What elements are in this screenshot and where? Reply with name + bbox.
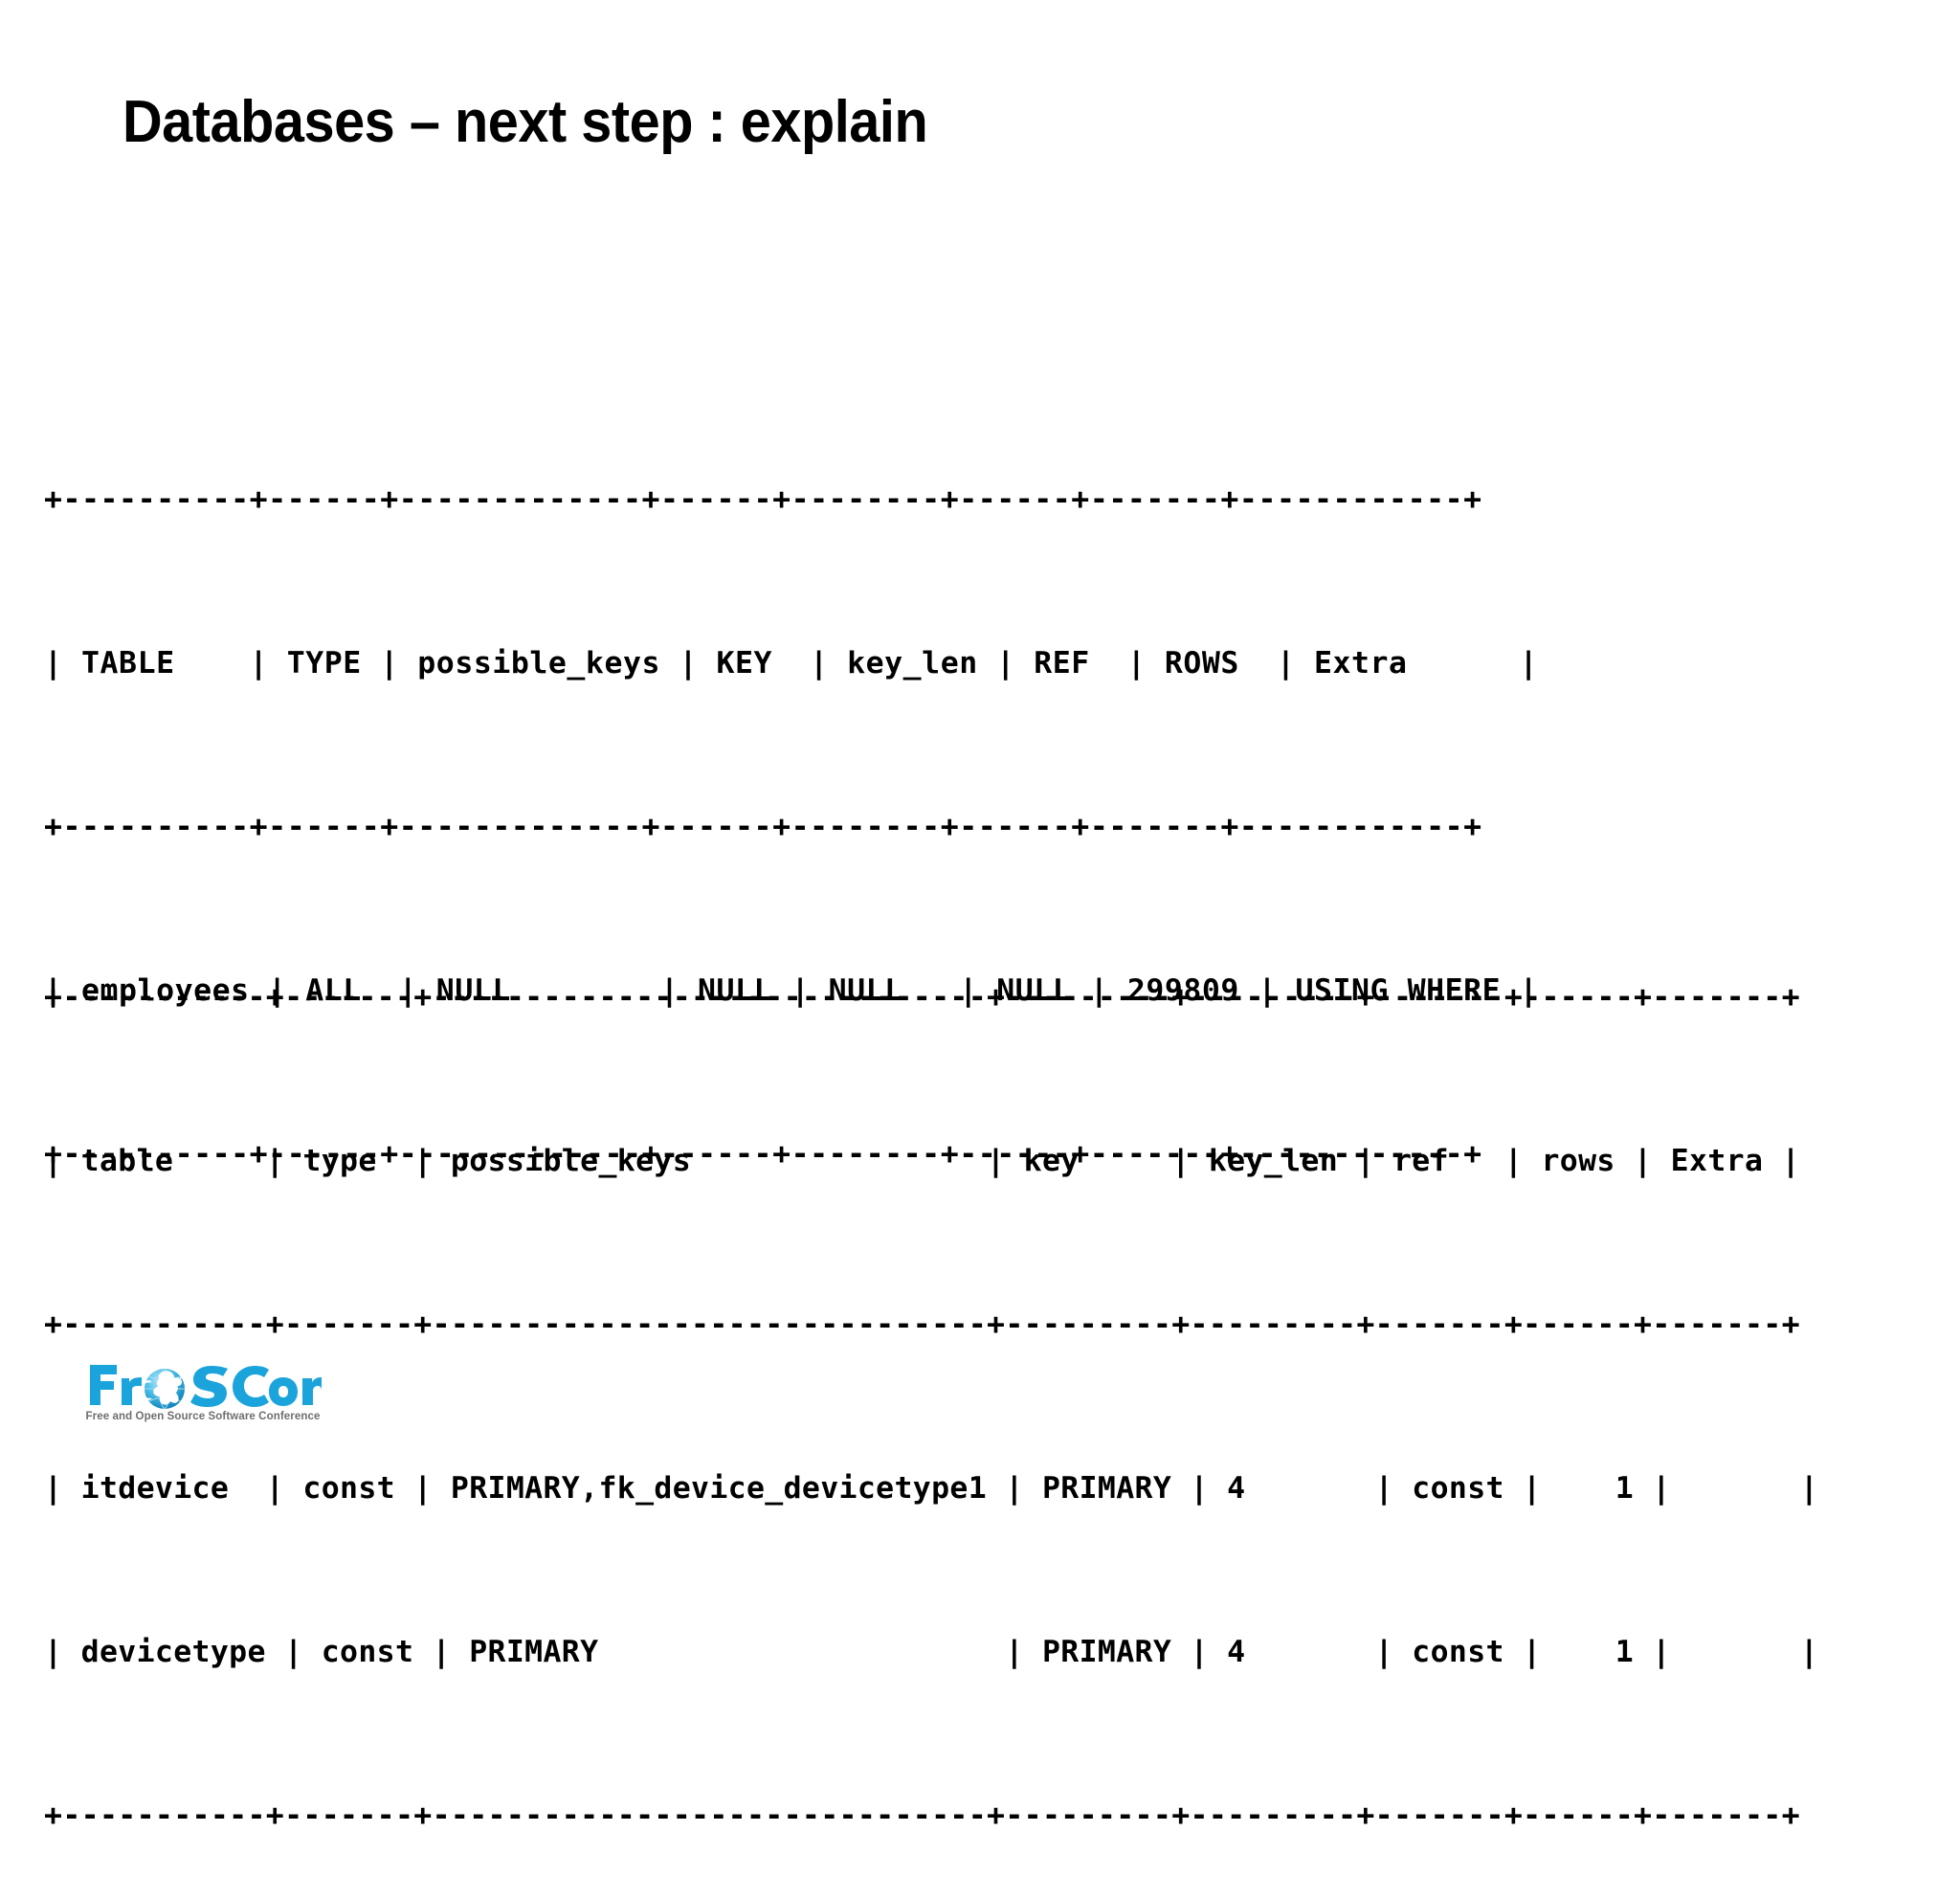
table-border-top: +----------+------+-------------+------+… (44, 482, 1482, 517)
table-row: | employees | ALL | NULL | NULL | NULL |… (44, 973, 1539, 1008)
table-header-row: | table | type | possible_keys | key | k… (44, 1144, 1800, 1178)
table-border-bottom: +-----------+-------+-------------------… (44, 1798, 1800, 1833)
letter-c-glyph (233, 1366, 269, 1407)
table-border-bottom: +----------+------+-------------+------+… (44, 1137, 1482, 1172)
table-row: | devicetype | const | PRIMARY | PRIMARY… (44, 1635, 1819, 1669)
letter-s-glyph (190, 1366, 228, 1407)
letter-n-glyph (302, 1377, 322, 1405)
table-row: | itdevice | const | PRIMARY,fk_device_d… (44, 1471, 1819, 1506)
table-border-middle: +----------+------+-------------+------+… (44, 810, 1482, 844)
letter-f-glyph (90, 1365, 117, 1405)
table-border-top: +-----------+-------+-------------------… (44, 980, 1800, 1015)
table-border-middle: +-----------+-------+-------------------… (44, 1307, 1800, 1342)
froscon-tagline: Free and Open Source Software Conference (85, 1411, 321, 1422)
froscon-logo: Free and Open Source Software Conference (84, 1357, 322, 1440)
froscon-wordmark (84, 1357, 322, 1411)
letter-o-glyph (269, 1377, 298, 1406)
letter-r-glyph (122, 1377, 142, 1405)
explain-result-table-uppercase: +----------+------+-------------+------+… (44, 364, 1538, 1237)
table-header-row: | TABLE | TYPE | possible_keys | KEY | k… (44, 646, 1539, 681)
frog-icon (144, 1371, 188, 1405)
page-title: Databases – next step : explain (122, 89, 928, 155)
